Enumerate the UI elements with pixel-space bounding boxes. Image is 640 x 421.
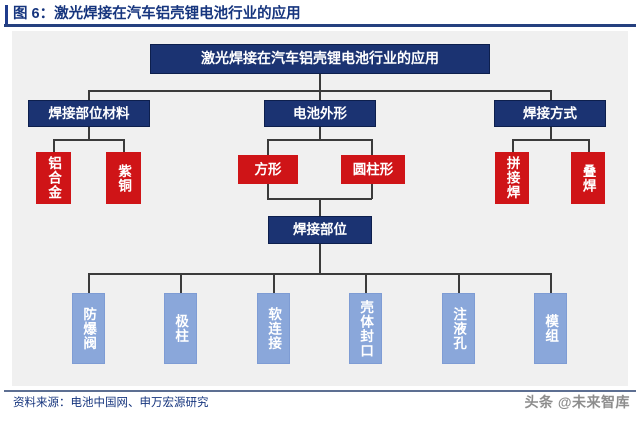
node-lap-welding[interactable]: 叠焊 (571, 152, 605, 204)
connector-bottom-drop-4 (365, 273, 367, 293)
node-cylindrical[interactable]: 圆柱形 (341, 155, 405, 184)
connector-bottom-drop-6 (550, 273, 552, 293)
connector-methods-drop-1 (512, 139, 514, 152)
connector-methods-drop-2 (588, 139, 590, 152)
figure-header: 图 6：激光焊接在汽车铝壳锂电池行业的应用 (0, 3, 640, 28)
connector-methods-bar (512, 139, 588, 141)
connector-materials-drop-1 (53, 139, 55, 152)
connector-materials-drop-2 (123, 139, 125, 152)
node-battery-shape[interactable]: 电池外形 (264, 100, 376, 127)
connector-bottom-drop-1 (88, 273, 90, 293)
node-welding-part-material[interactable]: 焊接部位材料 (28, 100, 150, 127)
connector-bottom-bar (88, 273, 551, 275)
watermark-label: 头条 @未来智库 (524, 394, 630, 410)
connector-shapes-bar-top (267, 139, 372, 141)
connector-bottom-drop-5 (458, 273, 460, 293)
node-explosion-proof-valve[interactable]: 防爆阀 (72, 293, 105, 364)
connector-bottom-stem (319, 244, 321, 274)
footer-divider (4, 390, 636, 392)
node-welding-method[interactable]: 焊接方式 (494, 100, 606, 127)
node-pole-post[interactable]: 极柱 (164, 293, 197, 364)
node-splice-welding[interactable]: 拼接焊 (495, 152, 529, 204)
node-flexible-connection[interactable]: 软连接 (257, 293, 290, 364)
node-root[interactable]: 激光焊接在汽车铝壳锂电池行业的应用 (150, 44, 490, 74)
node-module[interactable]: 模组 (534, 293, 567, 364)
connector-level1-drop-1 (88, 90, 90, 100)
node-copper[interactable]: 紫铜 (106, 152, 141, 204)
connector-materials-bar (53, 139, 124, 141)
node-aluminum-alloy[interactable]: 铝合金 (36, 152, 71, 204)
connector-methods-stem (550, 127, 552, 140)
node-weld-position[interactable]: 焊接部位 (268, 216, 372, 244)
connector-level1-drop-2 (319, 90, 321, 100)
connector-materials-stem (88, 127, 90, 140)
node-liquid-injection-hole[interactable]: 注液孔 (442, 293, 475, 364)
connector-weld-position-stem (319, 198, 321, 216)
connector-shapes-stem (319, 127, 321, 140)
title-accent-bar (5, 5, 8, 24)
page-title: 图 6：激光焊接在汽车铝壳锂电池行业的应用 (13, 6, 301, 22)
connector-level1-drop-3 (550, 90, 552, 100)
title-divider (4, 24, 636, 27)
source-label: 资料来源：电池中国网、申万宏源研究 (13, 397, 209, 409)
connector-root-stem (319, 74, 321, 91)
connector-bottom-drop-3 (273, 273, 275, 293)
node-prismatic[interactable]: 方形 (238, 155, 298, 184)
connector-bottom-drop-2 (180, 273, 182, 293)
node-shell-sealing[interactable]: 壳体封口 (349, 293, 382, 364)
